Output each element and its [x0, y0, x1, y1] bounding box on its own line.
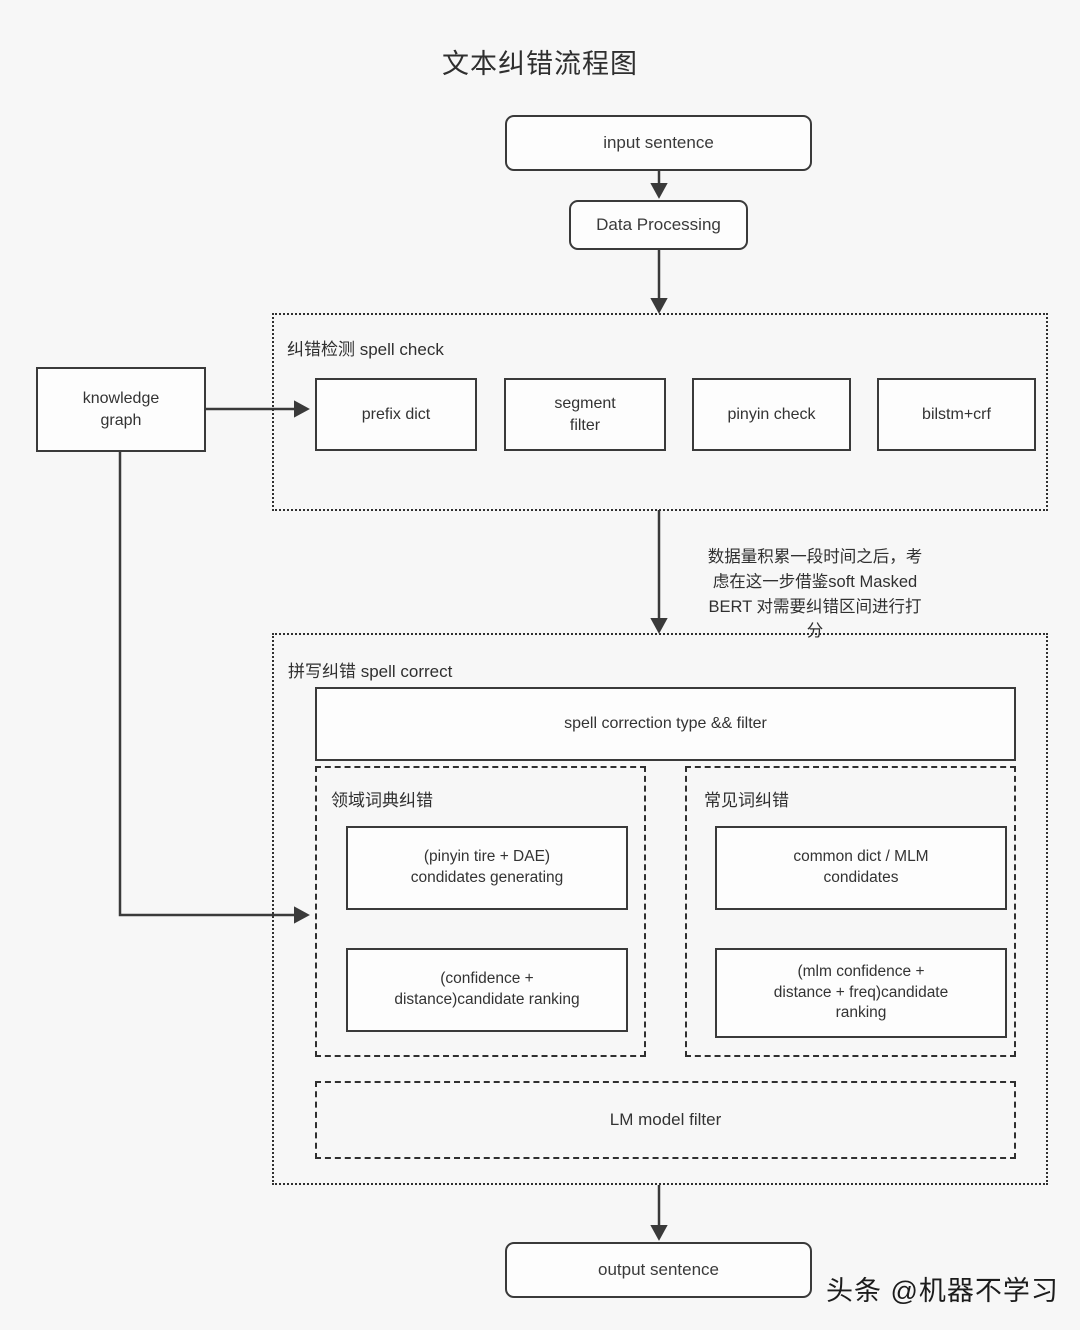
group-spell-correct: 拼写纠错 spell correct spell correction type…: [272, 633, 1048, 1185]
node-pinyin-tire-dae-label: (pinyin tire + DAE) condidates generatin…: [410, 848, 564, 886]
group-common-word-correction-label: 常见词纠错: [704, 791, 789, 810]
node-prefix-dict-label: prefix dict: [361, 405, 431, 423]
watermark: 头条 @机器不学习: [826, 1276, 1059, 1306]
node-common-dict-mlm[interactable]: common dict / MLM condidates: [715, 826, 1007, 910]
node-input-sentence-label: input sentence: [603, 133, 714, 152]
node-input-sentence[interactable]: input sentence: [505, 115, 812, 171]
group-domain-dict-correction: 领域词典纠错 (pinyin tire + DAE) condidates ge…: [315, 766, 646, 1057]
group-spell-correct-label: 拼写纠错 spell correct: [288, 662, 453, 681]
node-data-processing[interactable]: Data Processing: [569, 200, 748, 250]
group-spell-check-label: 纠错检测 spell check: [287, 340, 444, 359]
group-domain-dict-correction-label: 领域词典纠错: [331, 791, 433, 810]
node-confidence-distance-ranking[interactable]: (confidence + distance)candidate ranking: [346, 948, 628, 1032]
node-knowledge-graph[interactable]: knowledge graph: [36, 367, 206, 452]
node-output-sentence[interactable]: output sentence: [505, 1242, 812, 1298]
node-bilstm-crf[interactable]: bilstm+crf: [877, 378, 1036, 451]
node-output-sentence-label: output sentence: [598, 1260, 719, 1279]
node-prefix-dict[interactable]: prefix dict: [315, 378, 477, 451]
group-common-word-correction: 常见词纠错 common dict / MLM condidates (mlm …: [685, 766, 1016, 1057]
node-pinyin-check-label: pinyin check: [727, 405, 816, 423]
node-mlm-confidence-ranking-label: (mlm confidence + distance + freq)candid…: [773, 962, 949, 1022]
node-knowledge-graph-label: knowledge graph: [82, 389, 160, 429]
node-spell-correction-type-filter[interactable]: spell correction type && filter: [315, 687, 1016, 761]
node-confidence-distance-ranking-label: (confidence + distance)candidate ranking: [394, 970, 580, 1008]
node-segment-filter-label: segment filter: [554, 394, 616, 434]
group-spell-check: 纠错检测 spell check prefix dict segment fil…: [272, 313, 1048, 511]
node-pinyin-check[interactable]: pinyin check: [692, 378, 851, 451]
node-mlm-confidence-ranking[interactable]: (mlm confidence + distance + freq)candid…: [715, 948, 1007, 1038]
node-lm-model-filter-label: LM model filter: [609, 1110, 722, 1129]
node-bilstm-crf-label: bilstm+crf: [922, 405, 991, 423]
node-spell-correction-type-filter-label: spell correction type && filter: [564, 715, 767, 733]
node-data-processing-label: Data Processing: [596, 215, 721, 234]
node-common-dict-mlm-label: common dict / MLM condidates: [793, 848, 929, 886]
node-pinyin-tire-dae[interactable]: (pinyin tire + DAE) condidates generatin…: [346, 826, 628, 910]
annotation-soft-masked-bert: 数据量积累一段时间之后，考 虑在这一步借鉴soft Masked BERT 对需…: [707, 548, 923, 641]
page-title: 文本纠错流程图: [442, 49, 638, 79]
node-segment-filter[interactable]: segment filter: [504, 378, 666, 451]
node-lm-model-filter[interactable]: LM model filter: [315, 1081, 1016, 1159]
